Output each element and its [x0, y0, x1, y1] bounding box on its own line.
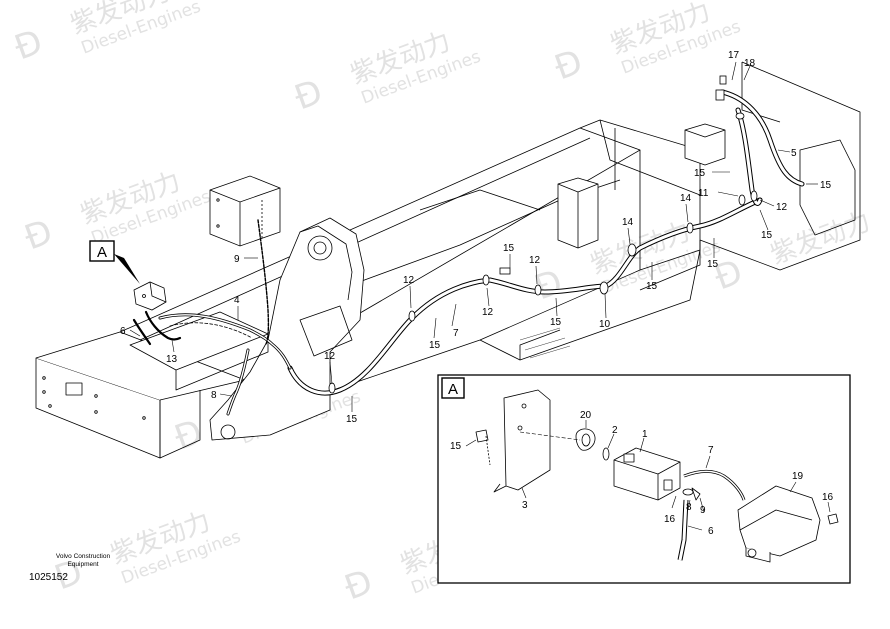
detail-leaders: [465, 420, 831, 531]
callout-18: 18: [744, 58, 756, 69]
bolt-16: [827, 513, 839, 525]
watermark-3: Ð 紫发动力 Diesel-Engines: [549, 0, 743, 89]
callout-16: 16: [664, 514, 676, 525]
callout-20: 20: [580, 410, 592, 421]
connector-plug: [715, 89, 725, 101]
clamp: [328, 382, 336, 394]
callout-6: 6: [120, 326, 126, 337]
watermark-1: Ð 紫发动力 Diesel-Engines: [9, 0, 203, 69]
watermark-logo-text: Ð: [19, 212, 57, 259]
callout-15: 15: [450, 441, 462, 452]
callout-15: 15: [550, 317, 562, 328]
callout-15: 15: [707, 259, 719, 270]
main-callouts: 4 6 13 9 8 12 15 7 12 15 12 15 12 15 10 …: [120, 50, 832, 425]
cable-9: [257, 219, 270, 345]
detail-title-label: A: [448, 381, 458, 398]
callout-12: 12: [776, 202, 788, 213]
cable-13: [144, 310, 182, 341]
watermark-2: Ð 紫发动力 Diesel-Engines: [289, 27, 483, 119]
callout-15: 15: [503, 243, 515, 254]
callout-12: 12: [482, 307, 494, 318]
callout-12: 12: [529, 255, 541, 266]
watermark-logo-text: Ð: [529, 262, 567, 309]
callout-17: 17: [728, 50, 740, 61]
callout-7: 7: [708, 445, 714, 456]
callout-4: 4: [234, 295, 240, 306]
detail-title-box: [441, 377, 465, 399]
callout-6: 6: [708, 526, 714, 537]
bolt-15: [475, 429, 489, 443]
detail-marker-box: [89, 240, 115, 262]
connector-plug: [719, 75, 727, 85]
watermark-4: Ð 紫发动力 Diesel-Engines: [19, 167, 213, 259]
callout-14: 14: [680, 193, 692, 204]
callout-15: 15: [694, 168, 706, 179]
detail-reference-a: A: [89, 240, 140, 284]
callout-15: 15: [646, 281, 658, 292]
clamp: [738, 194, 746, 206]
callout-19: 19: [792, 471, 804, 482]
clamp: [408, 310, 416, 322]
detail-view-a: A: [437, 374, 851, 584]
hose-5b: [719, 89, 805, 187]
callout-1: 1: [642, 429, 648, 440]
callout-8: 8: [686, 502, 692, 513]
boom-mount: [209, 217, 365, 441]
callout-15: 15: [429, 340, 441, 351]
connector-plug: [499, 267, 511, 275]
callout-12: 12: [403, 275, 415, 286]
leader-lines: [129, 61, 818, 412]
caption-line-1: Volvo Construction: [55, 553, 111, 560]
watermark-logo-text: Ð: [289, 72, 327, 119]
callout-9: 9: [234, 254, 240, 265]
watermark-logo-text: Ð: [9, 22, 47, 69]
clamp: [534, 284, 542, 296]
frame-slot: [65, 382, 83, 396]
clamp: [599, 281, 609, 295]
callout-10: 10: [599, 319, 611, 330]
callout-3: 3: [522, 500, 528, 511]
callout-5: 5: [791, 148, 797, 159]
clamp: [627, 243, 637, 257]
clamp: [750, 190, 758, 202]
callout-15: 15: [820, 180, 832, 191]
control-unit-box: [209, 175, 281, 247]
battery-bracket: [133, 281, 167, 311]
callout-8: 8: [211, 390, 217, 401]
document-number: 1025152: [29, 572, 68, 583]
post-stand-2: [684, 123, 726, 166]
right-plate: [699, 61, 861, 271]
washer-2: [602, 447, 610, 461]
callout-15: 15: [346, 414, 358, 425]
clamp: [482, 274, 490, 286]
watermark-logo-text: Ð: [549, 42, 587, 89]
caption-line-2: Equipment: [67, 561, 99, 568]
manufacturer-caption: Volvo Construction Equipment: [38, 553, 128, 569]
callout-15: 15: [761, 230, 773, 241]
callout-9: 9: [700, 505, 706, 516]
callout-14: 14: [622, 217, 634, 228]
callout-11: 11: [698, 188, 709, 199]
callout-12: 12: [324, 351, 336, 362]
callout-2: 2: [612, 425, 618, 436]
callout-16: 16: [822, 492, 834, 503]
callout-7: 7: [453, 328, 459, 339]
watermark-logo-text: Ð: [339, 562, 377, 609]
clamp: [686, 222, 694, 234]
detail-pointer-arrow: [114, 254, 140, 284]
watermark-6: Ð 紫发动力: [709, 207, 874, 299]
detail-callouts: 20 2 1 15 3 7 8 9 16 6 19 16: [450, 410, 834, 537]
clamp: [735, 112, 745, 120]
hose-clamps: [328, 75, 758, 394]
callout-13: 13: [166, 354, 178, 365]
detail-marker-label: A: [97, 244, 107, 261]
watermark-cn: 紫发动力: [766, 207, 874, 271]
